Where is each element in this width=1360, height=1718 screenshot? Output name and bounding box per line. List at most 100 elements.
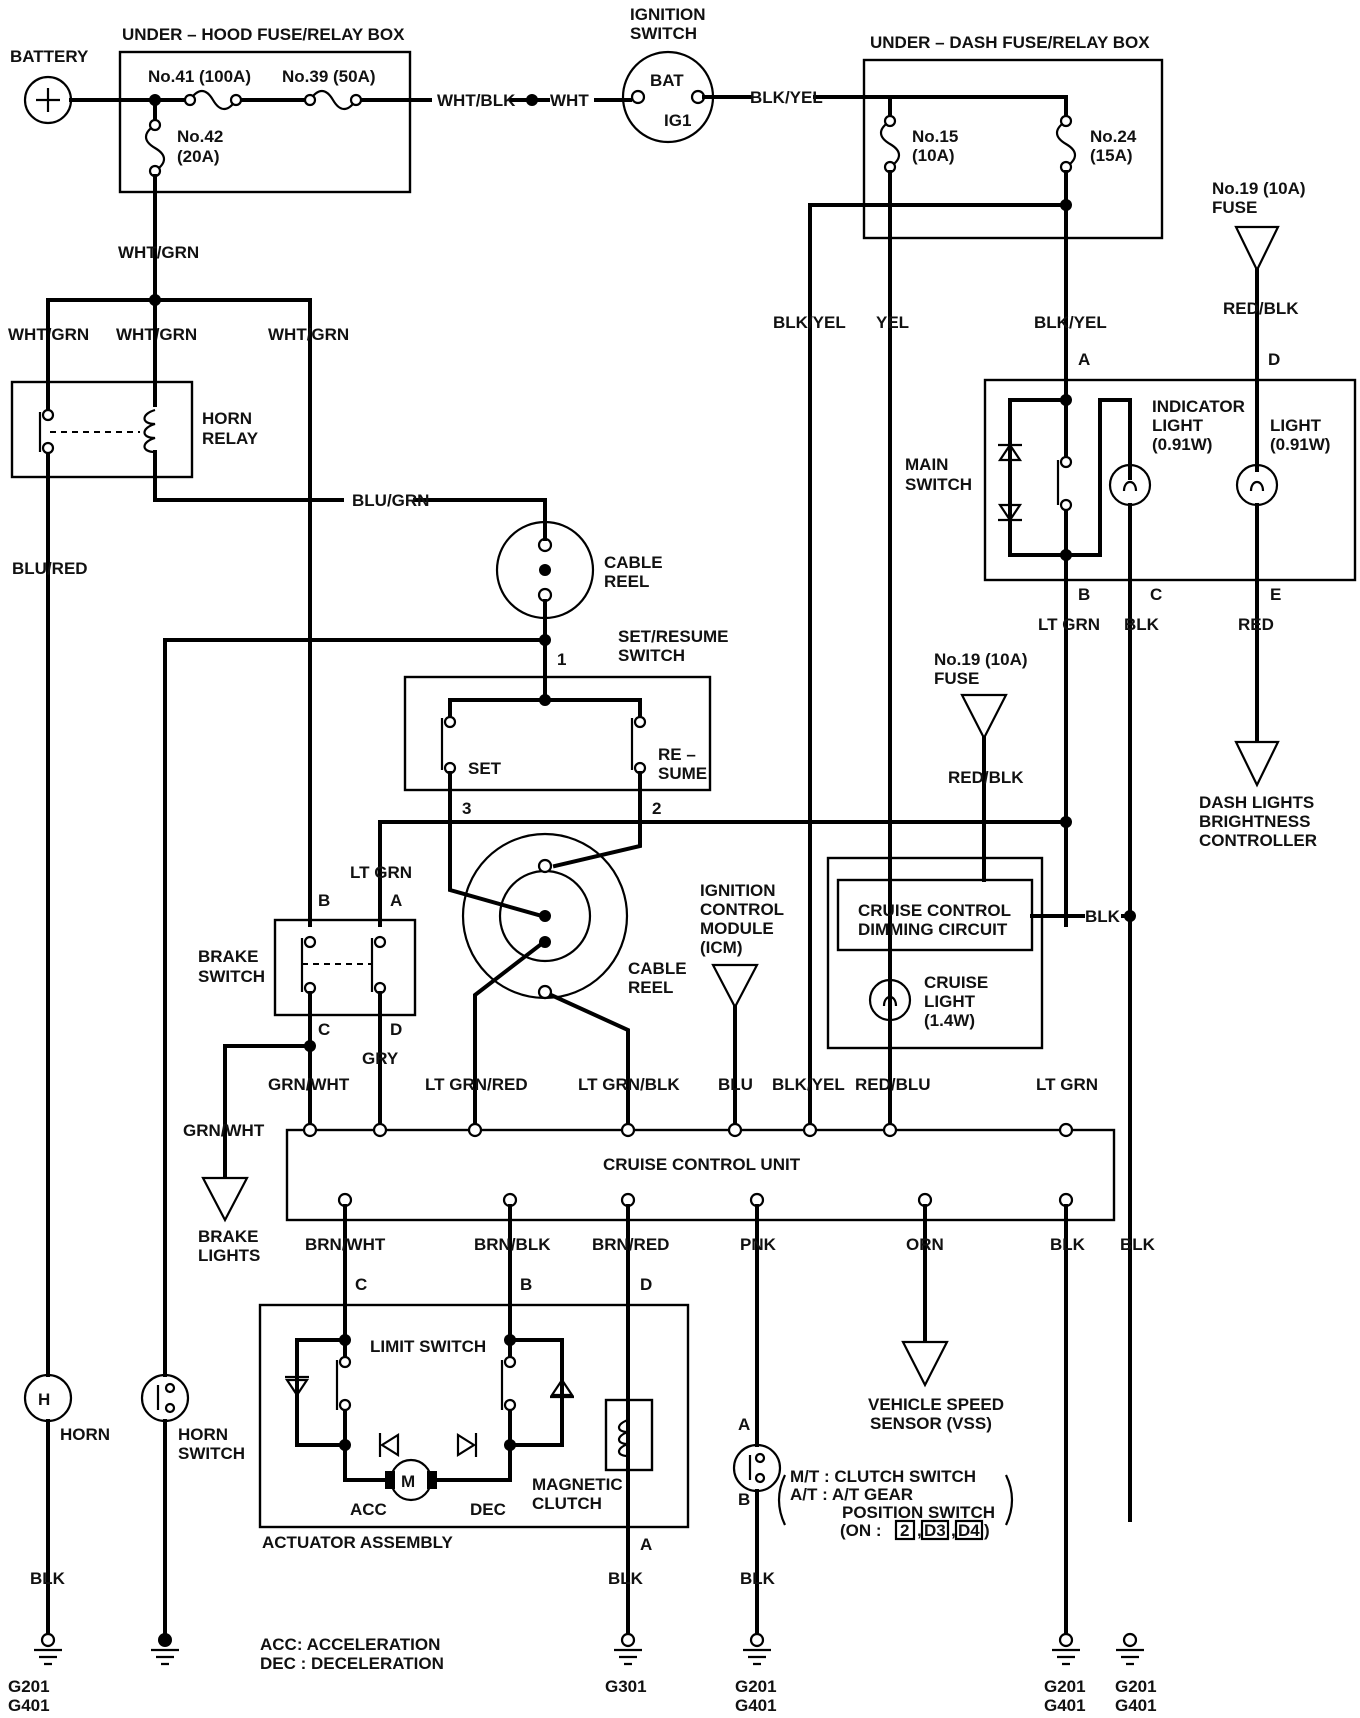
acc-label: ACC — [350, 1500, 387, 1519]
under-dash-fuse-relay-box: UNDER – DASH FUSE/RELAY BOX No.15 (10A) … — [862, 33, 1164, 240]
horn: H HORN — [23, 1373, 110, 1444]
battery-label: BATTERY — [10, 47, 89, 66]
dec-label: DEC — [470, 1500, 506, 1519]
clutch-note-comma-1: , — [917, 1521, 922, 1540]
wire-lt-grn-red: LT GRN/RED — [425, 1075, 528, 1094]
wire-blk-c: BLK — [1124, 615, 1160, 634]
horn-relay-label-2: RELAY — [202, 429, 259, 448]
wire-lt-grn-brake: LT GRN — [350, 863, 412, 882]
icm-label-3: MODULE — [700, 919, 774, 938]
wire-blu: BLU — [718, 1075, 753, 1094]
wire-brn-wht: BRN/WHT — [305, 1235, 386, 1254]
ccu-label: CRUISE CONTROL UNIT — [603, 1155, 801, 1174]
clutch-switch — [732, 1443, 782, 1493]
fuse-42-rating: (20A) — [177, 147, 220, 166]
ground-g4-1: G201 — [1115, 1677, 1157, 1696]
main-switch-label-2: SWITCH — [905, 475, 972, 494]
pin-c-act: C — [355, 1275, 367, 1294]
pin-c-main: C — [1150, 585, 1162, 604]
wire-orn: ORN — [906, 1235, 944, 1254]
brake-switch-label-2: SWITCH — [198, 967, 265, 986]
ignition-switch-label-1: IGNITION — [630, 5, 706, 24]
cable-reel-top-label-2: REEL — [604, 572, 649, 591]
clutch-note-pos-d4: D4 — [958, 1521, 980, 1540]
dash-lights-label-3: CONTROLLER — [1199, 831, 1317, 850]
brake-switch: BRAKE SWITCH — [198, 918, 417, 1017]
main-switch-label-1: MAIN — [905, 455, 948, 474]
ground-g3-2: G401 — [1044, 1696, 1086, 1715]
pin-3: 3 — [462, 799, 471, 818]
wire-yel: YEL — [876, 313, 909, 332]
legend-acc: ACC: ACCELERATION — [260, 1635, 440, 1654]
wire-blk-mid: BLK — [1085, 907, 1121, 926]
ccu-bottom-pins — [337, 1192, 1074, 1208]
magnetic-clutch-label-2: CLUTCH — [532, 1494, 602, 1513]
under-dash-box-label: UNDER – DASH FUSE/RELAY BOX — [870, 33, 1150, 52]
motor-symbol: M — [401, 1472, 415, 1491]
wire-brn-red: BRN/RED — [592, 1235, 669, 1254]
pin-b-brake: B — [318, 891, 330, 910]
ignition-bat: BAT — [650, 71, 684, 90]
wire-blu-red: BLU/RED — [12, 559, 88, 578]
main-switch-box: MAIN SWITCH INDICATOR LIGHT (0.91W) LIGH… — [905, 378, 1357, 582]
pin-b-act: B — [520, 1275, 532, 1294]
cruise-light-label-1: CRUISE — [924, 973, 988, 992]
actuator-motor: M — [385, 1458, 437, 1502]
ground-g1-2: G401 — [8, 1696, 50, 1715]
wire-brn-blk: BRN/BLK — [474, 1235, 551, 1254]
clutch-note: M/T : CLUTCH SWITCH A/T : A/T GEAR POSIT… — [777, 1467, 1014, 1541]
brake-lights: BRAKE LIGHTS — [198, 1176, 260, 1265]
fuse-42-label: No.42 — [177, 127, 223, 146]
horn-symbol: H — [38, 1390, 50, 1409]
ignition-switch-label-2: SWITCH — [630, 24, 697, 43]
dash-lights-label-2: BRIGHTNESS — [1199, 812, 1310, 831]
pin-c-brake: C — [318, 1020, 330, 1039]
resume-label-1: RE – — [658, 745, 696, 764]
wire-red-blk-top: RED/BLK — [1223, 299, 1299, 318]
wire-gry: GRY — [362, 1049, 399, 1068]
set-label: SET — [468, 759, 502, 778]
wire-wht-blk: WHT/BLK — [437, 91, 516, 110]
wire-lt-grn-b: LT GRN — [1038, 615, 1100, 634]
wire-red-blk-mid: RED/BLK — [948, 768, 1024, 787]
pin-d-brake: D — [390, 1020, 402, 1039]
fuse-19-mid-label-2: FUSE — [934, 669, 979, 688]
pin-d-top: D — [1268, 350, 1280, 369]
wire-blk-horn: BLK — [30, 1569, 66, 1588]
indicator-light-label-2: LIGHT — [1152, 416, 1204, 435]
pin-a-clutch: A — [738, 1415, 750, 1434]
wire-wht-grn-4: WHT/GRN — [268, 325, 349, 344]
pin-b-clutch: B — [738, 1490, 750, 1509]
fuse-19-mid-label-1: No.19 (10A) — [934, 650, 1028, 669]
cable-reel-mid-label-2: REEL — [628, 978, 673, 997]
pin-e-main: E — [1270, 585, 1281, 604]
pin-a-main: A — [1078, 350, 1090, 369]
magnetic-clutch-label-1: MAGNETIC — [532, 1475, 623, 1494]
wire-grn-wht-2: GRN/WHT — [183, 1121, 265, 1140]
fuse-24-label: No.24 — [1090, 127, 1137, 146]
cruise-light-label-3: (1.4W) — [924, 1011, 975, 1030]
fuse-19-mid: No.19 (10A) FUSE — [934, 650, 1028, 741]
wire-blk-yel-left: BLK/YEL — [773, 313, 846, 332]
wire-blu-grn: BLU/GRN — [352, 491, 429, 510]
pin-1: 1 — [557, 650, 566, 669]
wire-blk-yel-right: BLK/YEL — [1034, 313, 1107, 332]
pin-d-act: D — [640, 1275, 652, 1294]
wire-blk-yel-ccu: BLK/YEL — [772, 1075, 845, 1094]
actuator-assembly: ACTUATOR ASSEMBLY LIMIT SWITCH ACC DEC M… — [258, 1303, 690, 1552]
wire-blk-g301: BLK — [608, 1569, 644, 1588]
clutch-note-pos-d3: D3 — [924, 1521, 946, 1540]
fuse-24-rating: (15A) — [1090, 146, 1133, 165]
set-resume-label-1: SET/RESUME — [618, 627, 729, 646]
fuse-39-label: No.39 (50A) — [282, 67, 376, 86]
ground-g301: G301 — [605, 1677, 647, 1696]
icm-label-4: (ICM) — [700, 938, 742, 957]
dash-lights-controller: DASH LIGHTS BRIGHTNESS CONTROLLER — [1199, 740, 1317, 850]
horn-switch: HORN SWITCH — [140, 1373, 245, 1463]
fuse-19-top-label-2: FUSE — [1212, 198, 1257, 217]
wire-red-e: RED — [1238, 615, 1274, 634]
wire-wht-grn-1: WHT/GRN — [118, 243, 199, 262]
limit-switch-label: LIMIT SWITCH — [370, 1337, 486, 1356]
cable-reel-top: CABLE REEL — [495, 520, 663, 620]
